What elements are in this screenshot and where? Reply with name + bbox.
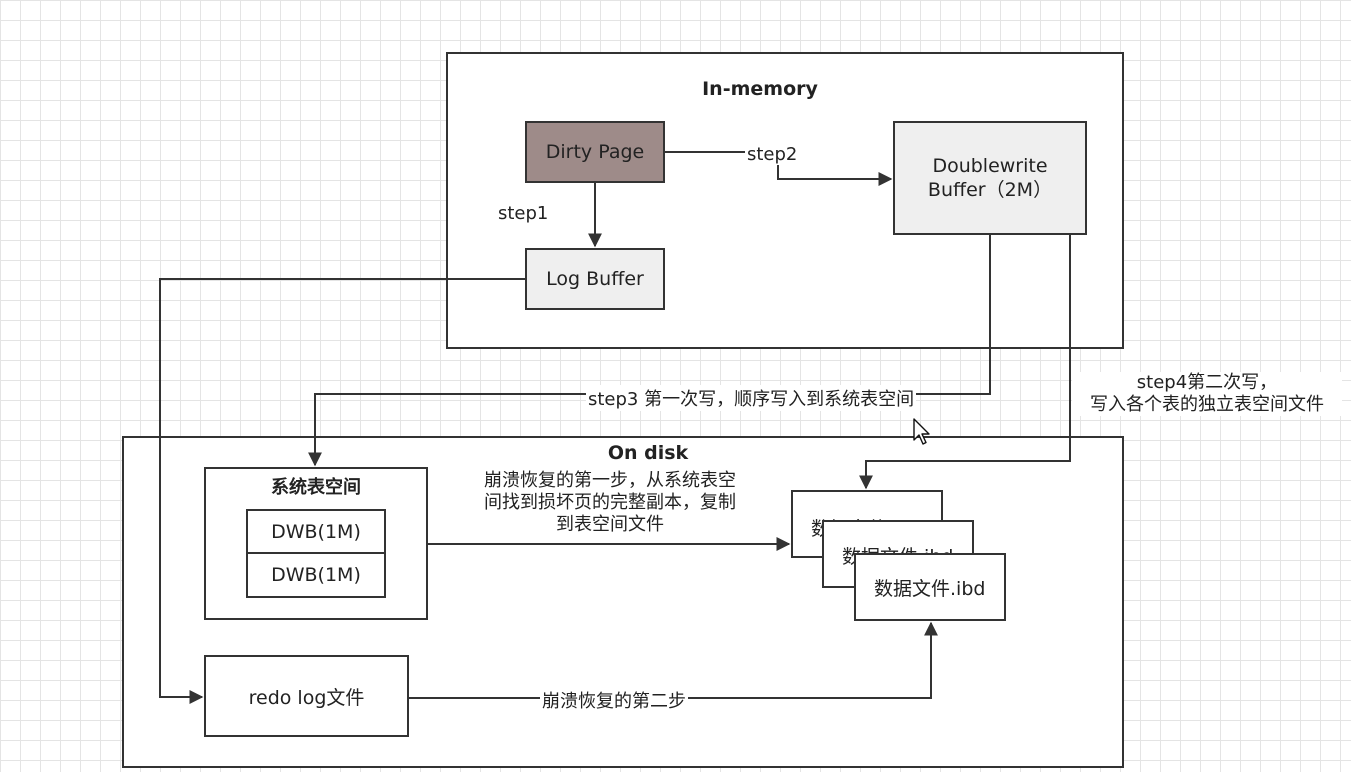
in-memory-title: In-memory bbox=[702, 78, 818, 100]
step4-label: step4第二次写， 写入各个表的独立表空间文件 bbox=[1072, 372, 1342, 416]
data-file-box-3[interactable]: 数据文件.ibd bbox=[854, 553, 1006, 621]
dwb-box-1[interactable]: DWB(1M) bbox=[246, 509, 386, 554]
on-disk-title: On disk bbox=[607, 442, 689, 464]
doublewrite-buffer-box[interactable]: Doublewrite Buffer（2M） bbox=[893, 121, 1087, 235]
recovery-step2-label: 崩溃恢复的第二步 bbox=[540, 687, 688, 713]
system-tablespace-title: 系统表空间 bbox=[271, 477, 361, 498]
step3-label: step3 第一次写，顺序写入到系统表空间 bbox=[586, 385, 917, 411]
step2-label: step2 bbox=[745, 144, 800, 165]
dwb-box-2[interactable]: DWB(1M) bbox=[246, 552, 386, 598]
log-buffer-box[interactable]: Log Buffer bbox=[525, 248, 665, 310]
mouse-cursor-icon bbox=[913, 418, 930, 445]
redo-log-file-box[interactable]: redo log文件 bbox=[204, 655, 409, 737]
recovery-step1-label: 崩溃恢复的第一步，从系统表空间找到损坏页的完整副本，复制到表空间文件 bbox=[478, 470, 742, 536]
step1-label: step1 bbox=[498, 203, 549, 224]
dirty-page-box[interactable]: Dirty Page bbox=[525, 121, 665, 183]
